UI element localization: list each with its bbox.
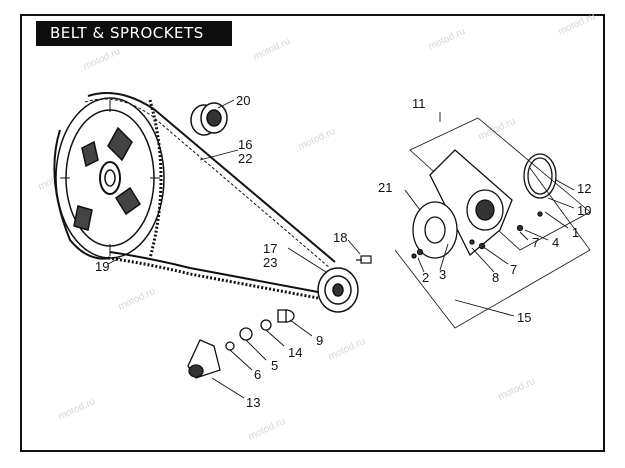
- bolt: [356, 255, 372, 264]
- guard-assembly: [394, 117, 591, 329]
- callout-21: 21: [378, 180, 392, 195]
- watermark: motod.ru: [297, 126, 337, 153]
- callout-4: 4: [552, 235, 559, 250]
- bearing: [190, 102, 228, 136]
- callout-6: 6: [254, 367, 261, 382]
- callout-10: 10: [577, 203, 591, 218]
- leader-lines: [107, 99, 575, 399]
- watermark: motod.ru: [57, 396, 97, 423]
- watermark: motod.ru: [497, 376, 537, 403]
- diagram-title: BELT & SPROCKETS: [36, 21, 232, 46]
- watermark: motod.ru: [477, 116, 517, 143]
- watermark: motod.ru: [327, 336, 367, 363]
- front-sprocket: [317, 267, 359, 313]
- callout-7a: 7: [532, 235, 539, 250]
- callout-3: 3: [439, 267, 446, 282]
- callout-19: 19: [95, 259, 109, 274]
- callout-22: 22: [238, 151, 252, 166]
- diagram-frame: [20, 14, 605, 452]
- callout-13: 13: [246, 395, 260, 410]
- callout-15: 15: [517, 310, 531, 325]
- callout-5: 5: [271, 358, 278, 373]
- callout-2: 2: [422, 270, 429, 285]
- watermark: motod.ru: [247, 416, 287, 443]
- watermark: motod.ru: [557, 11, 597, 38]
- watermark: motod.ru: [82, 46, 122, 73]
- callout-12: 12: [577, 181, 591, 196]
- watermark: motod.ru: [117, 286, 157, 313]
- callout-1: 1: [572, 225, 579, 240]
- watermark: motod.ru: [427, 26, 467, 53]
- rear-pulley: [55, 97, 165, 259]
- callout-14: 14: [288, 345, 302, 360]
- callout-16: 16: [238, 137, 252, 152]
- callout-labels: 20 16 22 11 21 12 10 1 4 7 3 2 7 8 18 17…: [95, 93, 591, 410]
- shaft-parts: [187, 309, 295, 379]
- callout-11: 11: [412, 96, 426, 111]
- callout-20: 20: [236, 93, 250, 108]
- callout-18: 18: [333, 230, 347, 245]
- callout-9: 9: [316, 333, 323, 348]
- watermark: motod.ru: [252, 36, 292, 63]
- callout-7b: 7: [510, 262, 517, 277]
- callout-8: 8: [492, 270, 499, 285]
- callout-23: 23: [263, 255, 277, 270]
- callout-17: 17: [263, 241, 277, 256]
